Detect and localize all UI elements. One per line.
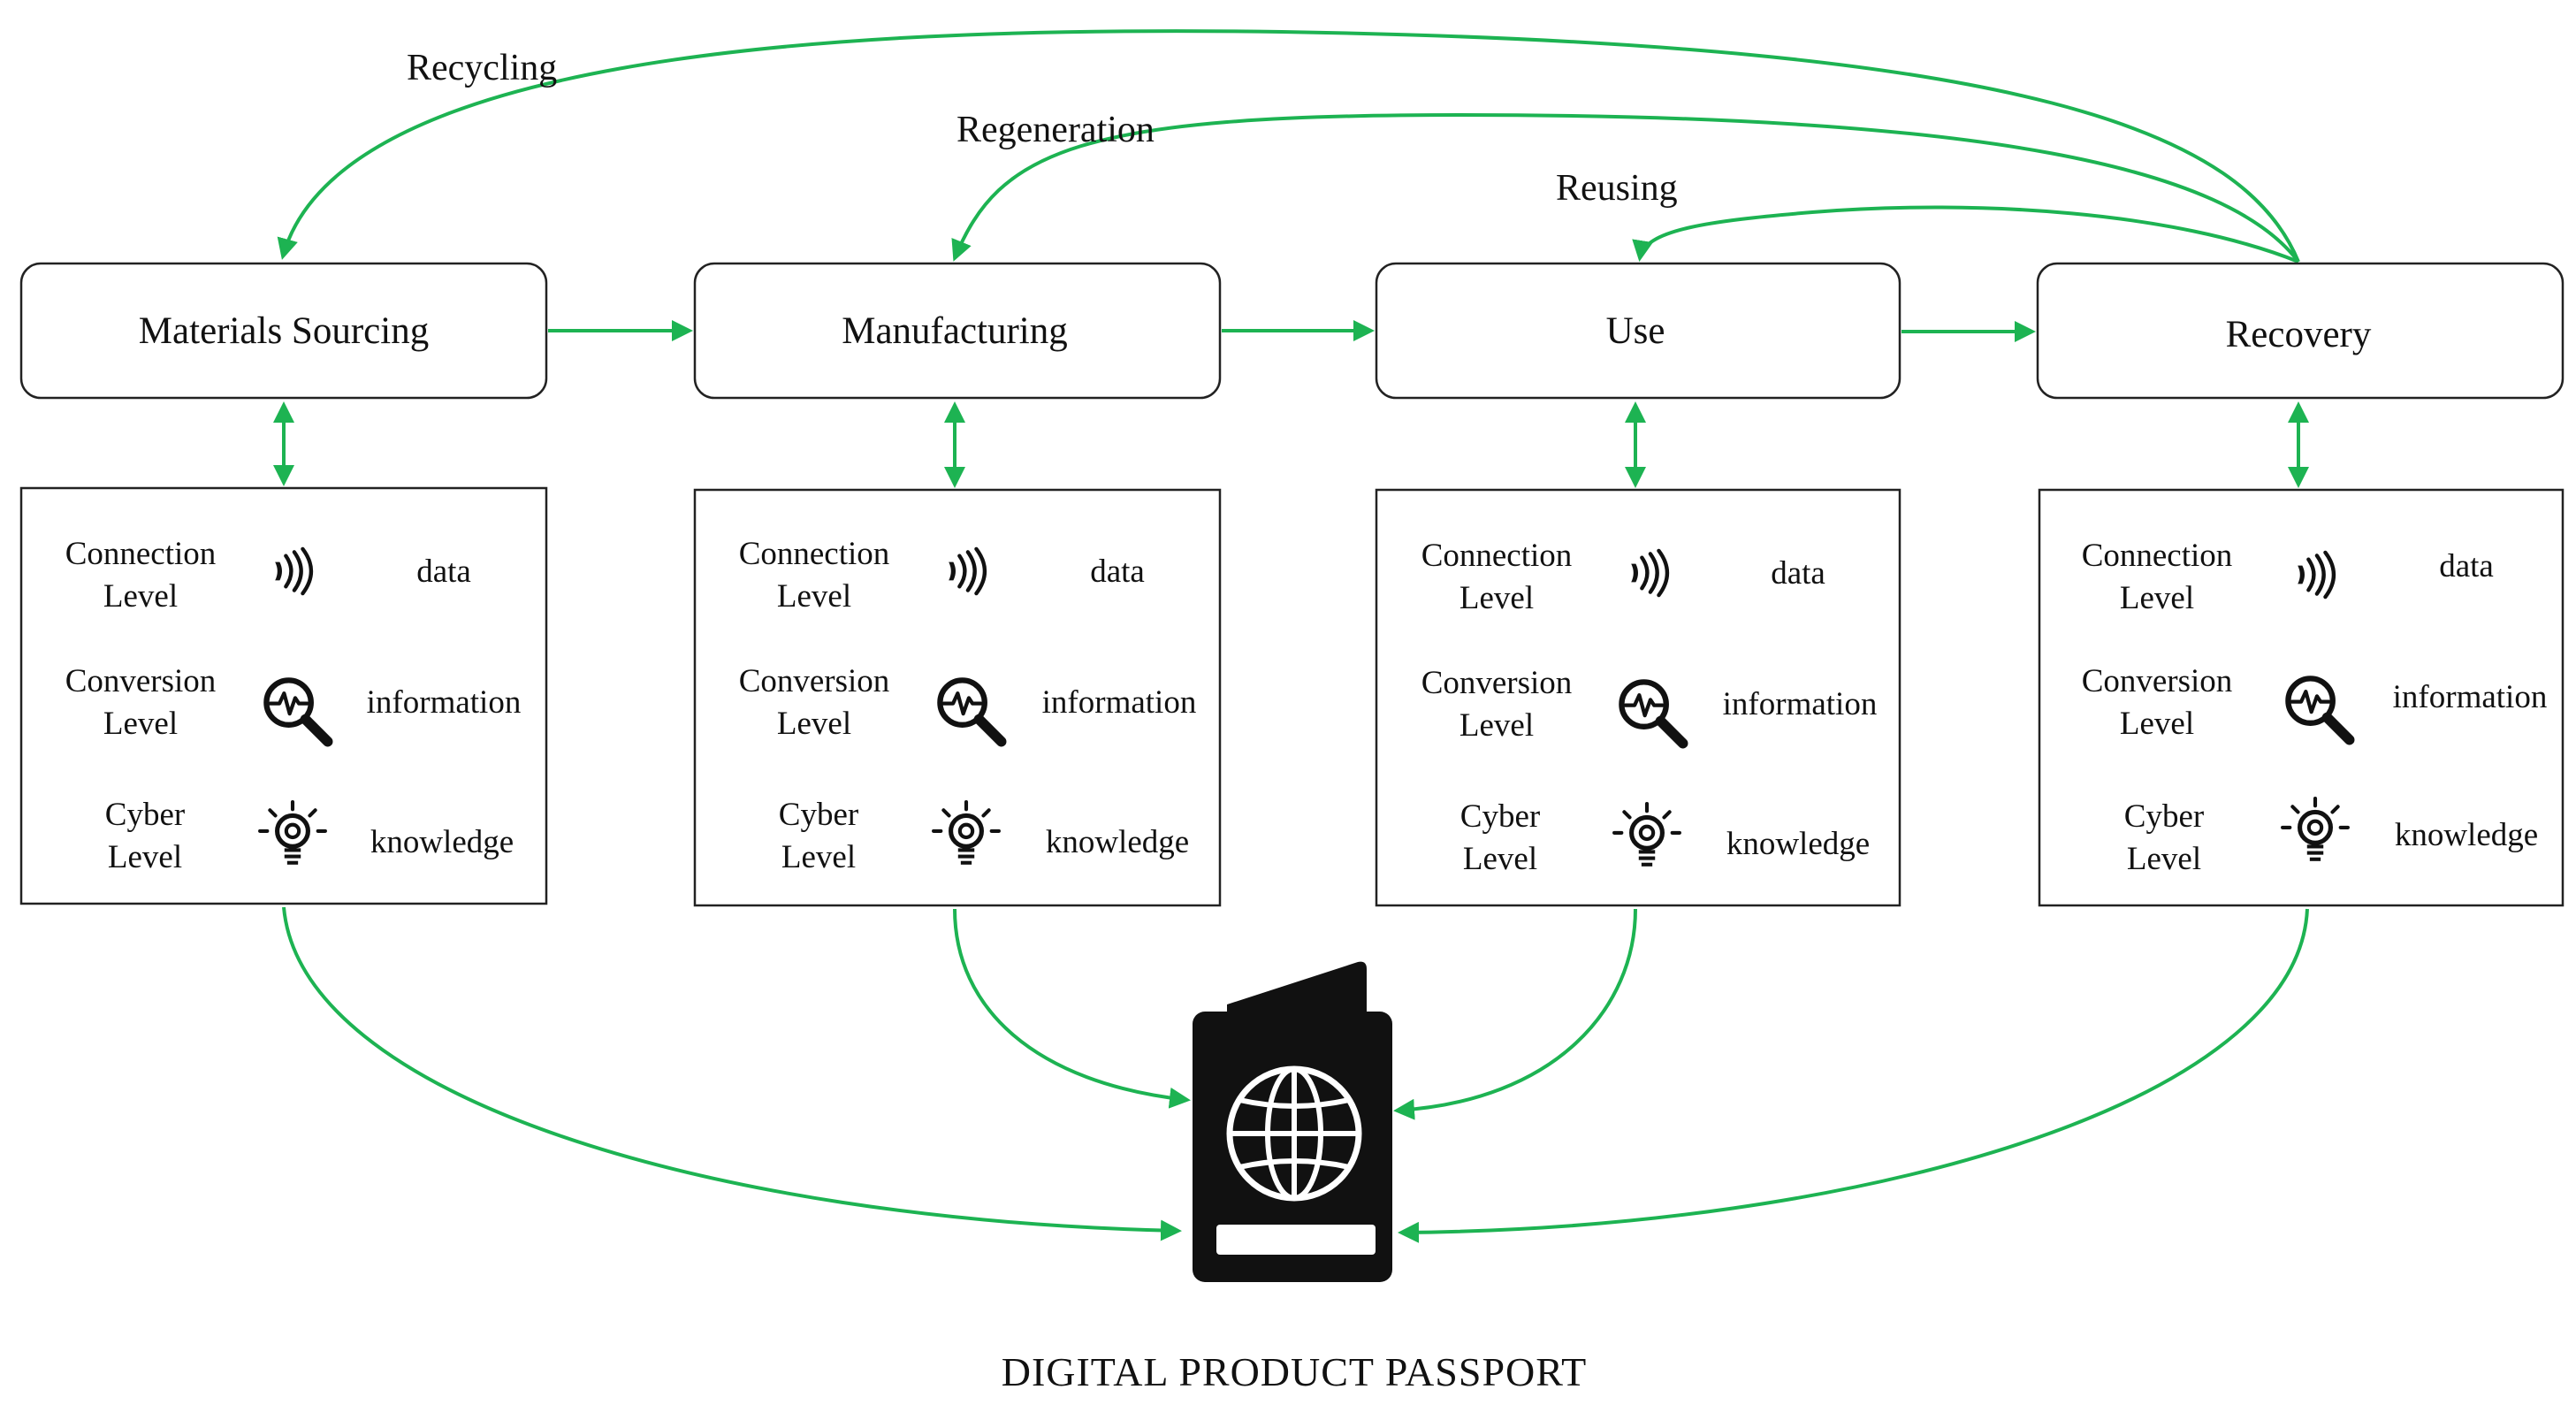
stage-label: Manufacturing: [842, 310, 1068, 352]
data-label: data: [1771, 555, 1825, 592]
loop-arrows: [277, 29, 2300, 263]
loop-label-reusing: Reusing: [1556, 168, 1678, 209]
knowledge-label: knowledge: [2395, 817, 2538, 853]
information-label: information: [1042, 684, 1197, 721]
stage-manufacturing: Manufacturing: [693, 262, 1222, 400]
stage-recovery: Recovery: [2036, 262, 2565, 400]
stage-label: Recovery: [2226, 314, 2372, 355]
loop-label-regeneration: Regeneration: [956, 110, 1155, 150]
passport-arrow-use: [1393, 908, 1637, 1120]
knowledge-label: knowledge: [1726, 826, 1870, 862]
regeneration-arrow: [951, 112, 2300, 263]
stage-flow-arrows: [548, 320, 2036, 342]
stage-use: Use: [1375, 262, 1902, 400]
recycling-arrow: [277, 29, 2300, 263]
knowledge-label: knowledge: [370, 824, 514, 860]
stage-label: Materials Sourcing: [139, 310, 429, 352]
stage-level-links: [273, 401, 2309, 488]
passport-title: DIGITAL PRODUCT PASSPORT: [1002, 1349, 1588, 1394]
loop-label-recycling: Recycling: [407, 48, 557, 88]
data-label: data: [416, 554, 471, 590]
stage-label: Use: [1606, 310, 1665, 352]
data-label: data: [2439, 548, 2494, 584]
information-label: information: [2393, 679, 2548, 715]
knowledge-label: knowledge: [1046, 824, 1189, 860]
passport-arrow-materials-sourcing: [282, 906, 1182, 1241]
passport-arrow-manufacturing: [953, 908, 1191, 1109]
passport-arrows: [282, 906, 2309, 1243]
passport-globe-icon: [1193, 961, 1392, 1282]
passport-arrow-recovery: [1398, 908, 2309, 1243]
information-label: information: [367, 684, 522, 721]
stage-materials-sourcing: Materials Sourcing: [19, 262, 548, 400]
reusing-arrow: [1632, 205, 2299, 263]
information-label: information: [1723, 686, 1878, 722]
data-label: data: [1090, 554, 1145, 590]
